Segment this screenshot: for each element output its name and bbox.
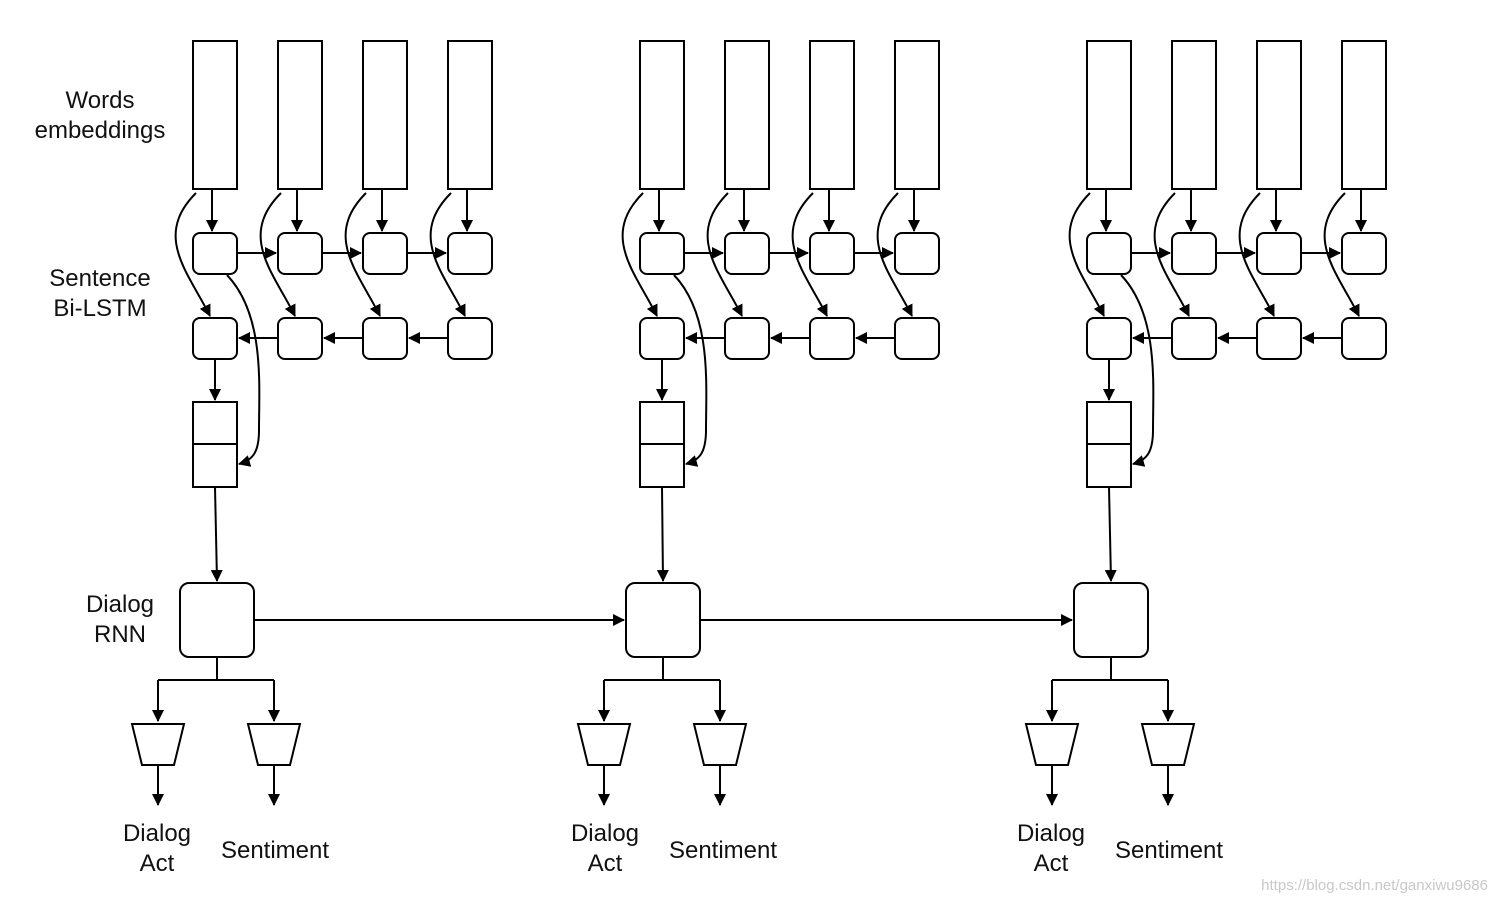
- forward-lstm-cell: [1171, 232, 1217, 275]
- watermark: https://blog.csdn.net/ganxiwu9686: [1261, 877, 1488, 894]
- dialog-act-label-line1: Dialog: [1016, 820, 1086, 847]
- word-embedding-box: [894, 40, 940, 190]
- dialog-rnn-label: Dialog RNN: [60, 590, 180, 650]
- dialog-act-classifier: [130, 723, 186, 766]
- embedding-to-backward-arrow: [429, 192, 466, 317]
- word-embedding-box: [724, 40, 770, 190]
- dialog-act-classifier: [1024, 723, 1080, 766]
- forward-to-sentence-arrow: [673, 274, 708, 467]
- forward-lstm-cell: [809, 232, 855, 275]
- forward-lstm-cell: [277, 232, 323, 275]
- word-embedding-box: [809, 40, 855, 190]
- dialog-act-label-line2: Act: [1033, 850, 1069, 877]
- sentiment-label: Sentiment: [668, 837, 778, 864]
- backward-lstm-cell: [192, 317, 238, 360]
- sentence-to-rnn-arrow: [210, 486, 223, 582]
- sentence-bilstm-label-line1: Sentence: [49, 265, 151, 292]
- dialog-act-label-line1: Dialog: [122, 820, 192, 847]
- embedding-to-backward-arrow: [174, 192, 211, 317]
- backward-lstm-cell: [1171, 317, 1217, 360]
- forward-lstm-cell: [1256, 232, 1302, 275]
- sentiment-classifier: [692, 723, 748, 766]
- forward-lstm-cell: [724, 232, 770, 275]
- backward-lstm-cell: [447, 317, 493, 360]
- backward-lstm-cell: [809, 317, 855, 360]
- dialog-act-label-line2: Act: [139, 850, 175, 877]
- backward-lstm-cell: [362, 317, 408, 360]
- dialog-act-label: Dialog Act: [555, 819, 655, 879]
- words-embeddings-label: Words embeddings: [20, 86, 180, 146]
- forward-lstm-cell: [639, 232, 685, 275]
- word-embedding-box: [362, 40, 408, 190]
- sentence-to-rnn-arrow: [656, 486, 669, 582]
- embedding-to-backward-arrow: [791, 192, 828, 317]
- dialog-rnn-label-line2: RNN: [94, 621, 146, 648]
- forward-lstm-cell: [447, 232, 493, 275]
- word-embedding-box: [1256, 40, 1302, 190]
- embedding-to-backward-arrow: [1238, 192, 1275, 317]
- dialog-rnn-cell: [179, 582, 255, 658]
- word-embedding-box: [192, 40, 238, 190]
- embedding-to-backward-arrow: [1068, 192, 1105, 317]
- sentiment-classifier: [1140, 723, 1196, 766]
- words-embeddings-label-line1: Words: [65, 87, 135, 114]
- backward-lstm-cell: [894, 317, 940, 360]
- forward-lstm-cell: [894, 232, 940, 275]
- dialog-act-label-line1: Dialog: [570, 820, 640, 847]
- embedding-to-backward-arrow: [1153, 192, 1190, 317]
- forward-lstm-cell: [1086, 232, 1132, 275]
- dialog-act-label: Dialog Act: [107, 819, 207, 879]
- sentence-to-rnn-arrow: [1104, 486, 1117, 582]
- backward-lstm-cell: [1341, 317, 1387, 360]
- sentiment-classifier: [246, 723, 302, 766]
- embedding-to-backward-arrow: [621, 192, 658, 317]
- word-embedding-box: [1171, 40, 1217, 190]
- dialog-rnn-cell: [1073, 582, 1149, 658]
- backward-lstm-cell: [639, 317, 685, 360]
- dialog-act-classifier: [576, 723, 632, 766]
- embedding-to-backward-arrow: [1323, 192, 1360, 317]
- sentence-bilstm-label-line2: Bi-LSTM: [53, 295, 147, 322]
- forward-lstm-cell: [1341, 232, 1387, 275]
- forward-lstm-cell: [362, 232, 408, 275]
- sentiment-label: Sentiment: [1114, 837, 1224, 864]
- sentiment-label: Sentiment: [220, 837, 330, 864]
- word-embedding-box: [447, 40, 493, 190]
- forward-to-sentence-arrow: [1120, 274, 1155, 467]
- words-embeddings-label-line2: embeddings: [34, 117, 166, 144]
- sentence-bilstm-label: Sentence Bi-LSTM: [20, 264, 180, 324]
- dialog-rnn-label-line1: Dialog: [85, 591, 155, 618]
- embedding-to-backward-arrow: [344, 192, 381, 317]
- backward-lstm-cell: [1256, 317, 1302, 360]
- backward-lstm-cell: [1086, 317, 1132, 360]
- word-embedding-box: [1341, 40, 1387, 190]
- dialog-act-label: Dialog Act: [1001, 819, 1101, 879]
- backward-lstm-cell: [724, 317, 770, 360]
- embedding-to-backward-arrow: [259, 192, 296, 317]
- dialog-rnn-cell: [625, 582, 701, 658]
- word-embedding-box: [639, 40, 685, 190]
- backward-lstm-cell: [277, 317, 323, 360]
- embedding-to-backward-arrow: [876, 192, 913, 317]
- word-embedding-box: [1086, 40, 1132, 190]
- embedding-to-backward-arrow: [706, 192, 743, 317]
- word-embedding-box: [277, 40, 323, 190]
- dialog-act-label-line2: Act: [587, 850, 623, 877]
- forward-to-sentence-arrow: [226, 274, 261, 467]
- forward-lstm-cell: [192, 232, 238, 275]
